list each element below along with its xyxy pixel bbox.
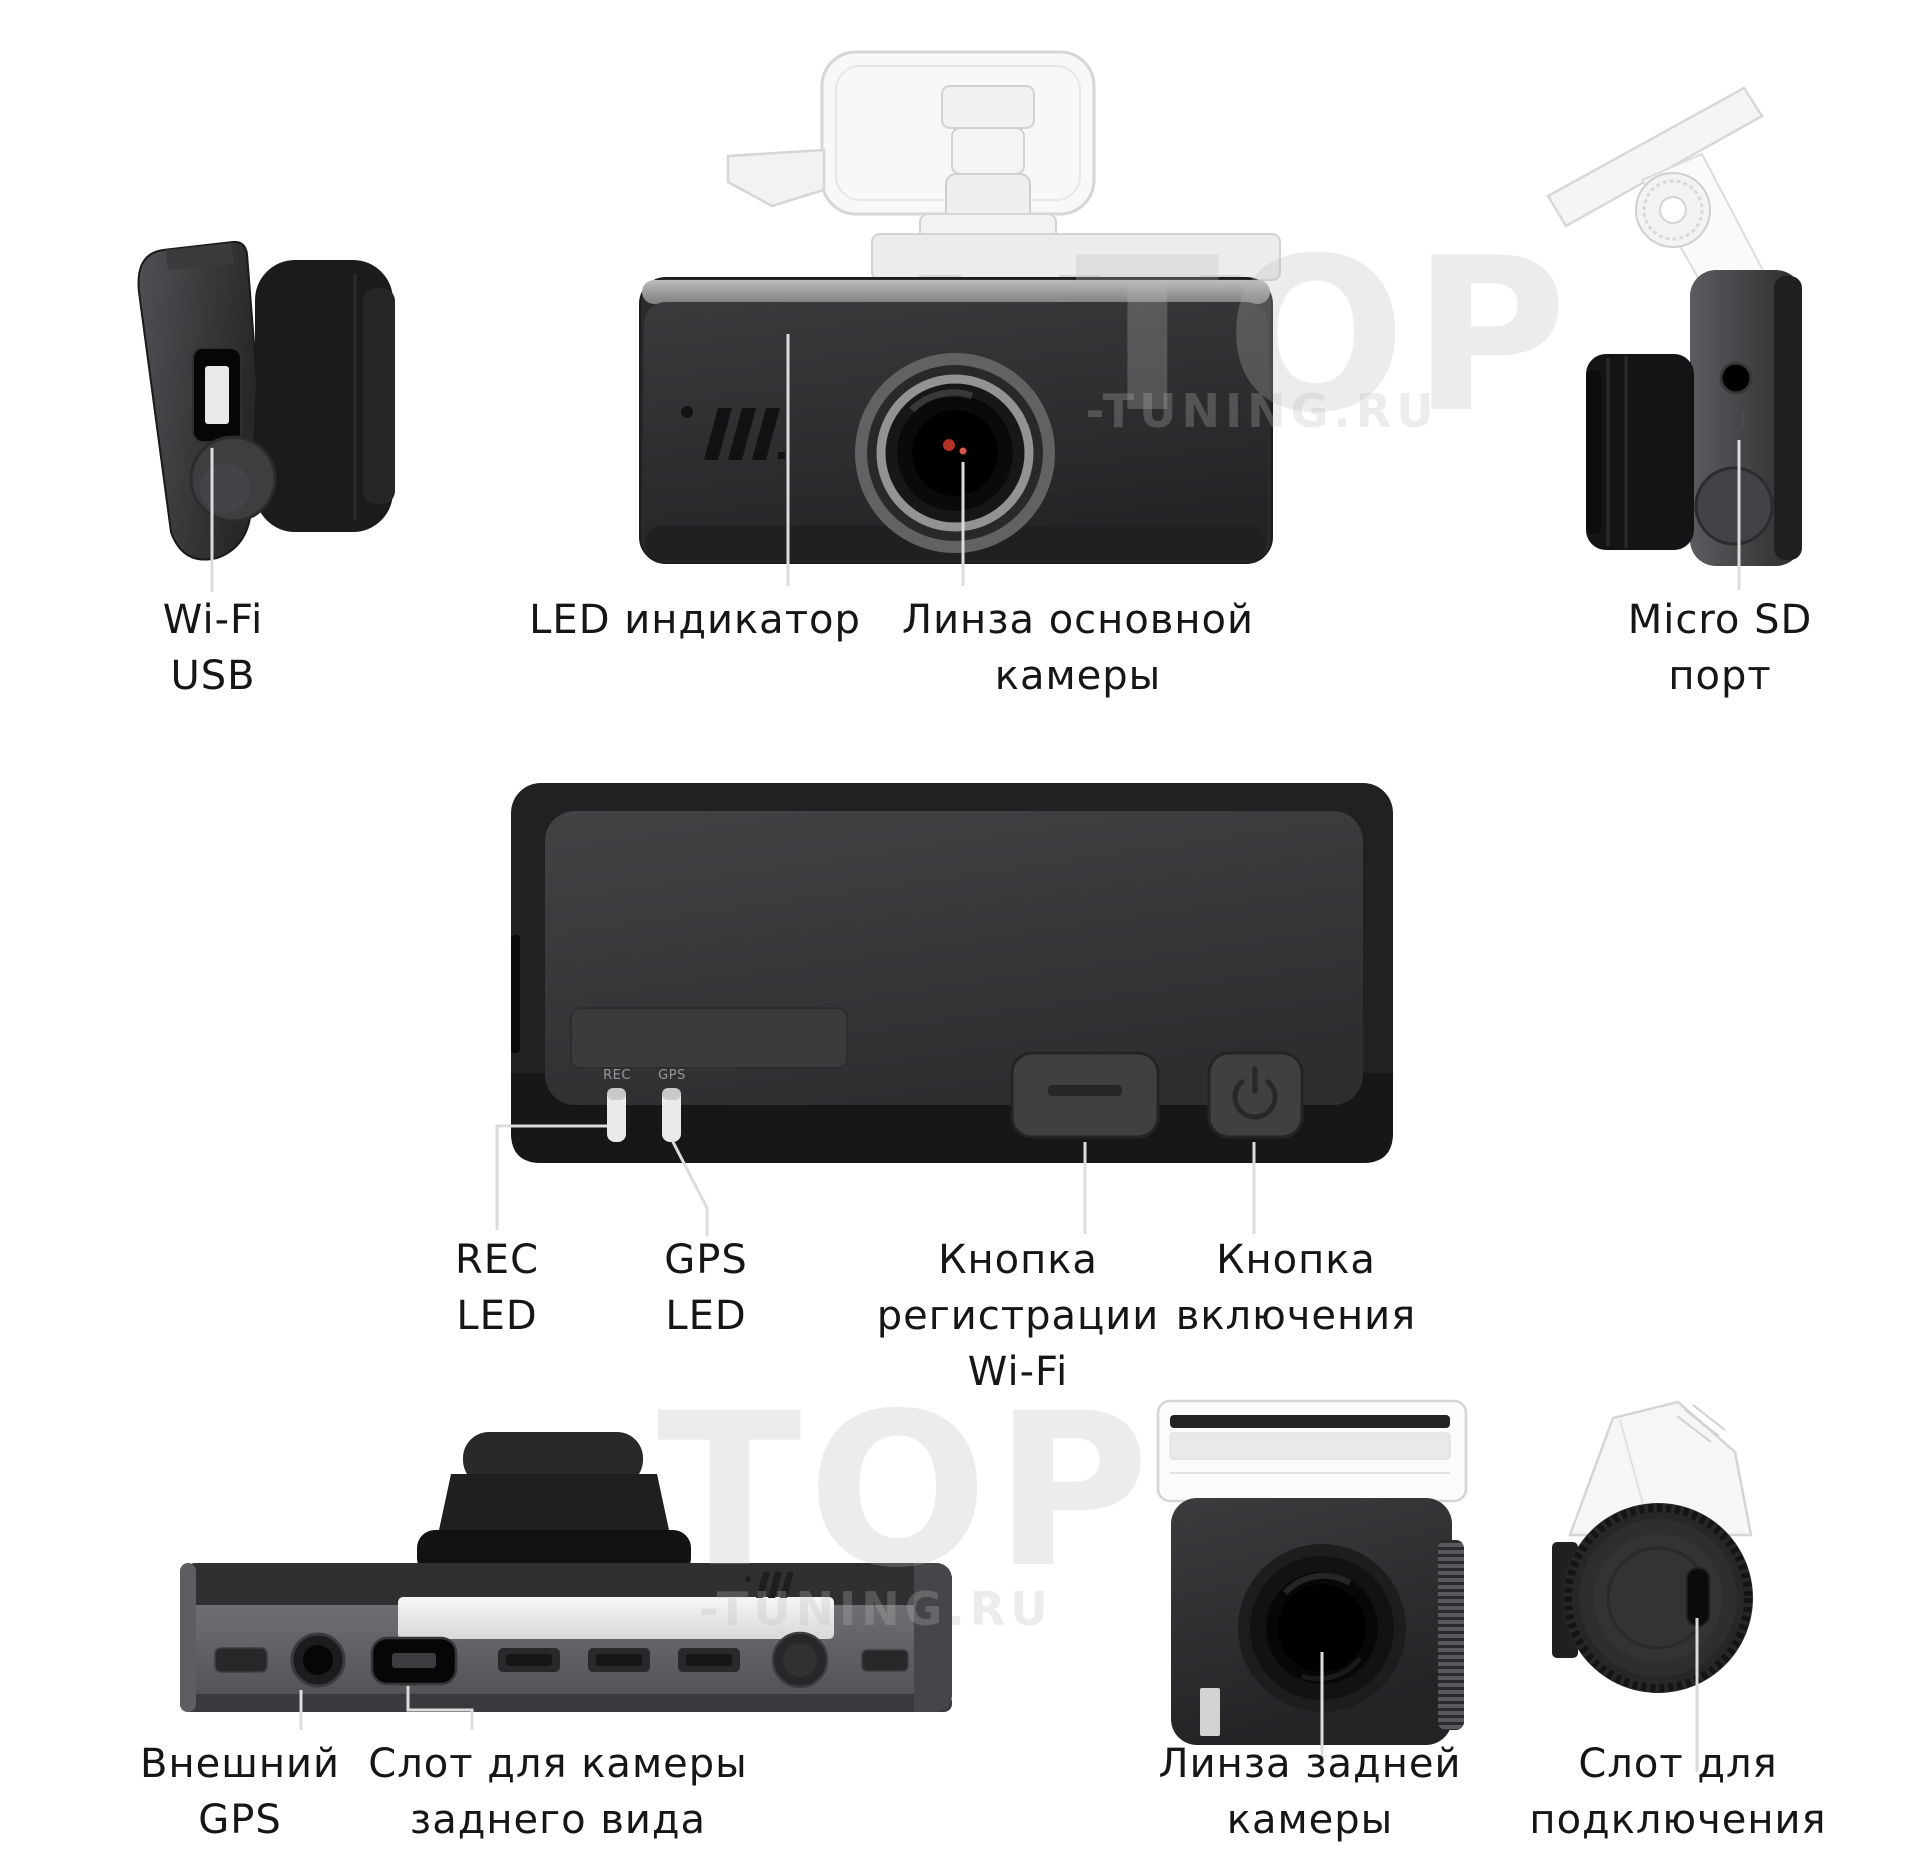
label-line: Wi-Fi — [967, 1349, 1069, 1395]
label-rec-led: REC LED — [397, 1232, 597, 1344]
label-line: LED — [665, 1293, 747, 1339]
label-line: GPS — [664, 1237, 748, 1283]
lens-red-glint — [943, 439, 955, 451]
rear-camera-mount — [1156, 1399, 1468, 1503]
label-wifi-reg-button: Кнопка регистрации Wi-Fi — [868, 1232, 1168, 1400]
lens-barrel-side — [1586, 354, 1694, 550]
vent-slot — [861, 1649, 909, 1672]
gps-led-window — [662, 1088, 681, 1142]
label-line: регистрации — [876, 1293, 1160, 1339]
label-line: LED индикатор — [529, 597, 861, 643]
dashcam-bottom-view — [180, 1432, 952, 1712]
label-line: Micro SD порт — [1627, 597, 1813, 699]
watermark-bottom-brand: TOP — [657, 1367, 1156, 1614]
white-tab — [1200, 1688, 1220, 1736]
rear-camera-back-barrel — [1563, 1503, 1753, 1693]
label-line: Кнопка — [1216, 1237, 1376, 1283]
external-gps-jack — [290, 1632, 346, 1688]
label-line: REC — [455, 1237, 539, 1283]
connection-slot — [1686, 1567, 1710, 1627]
label-line: LED — [456, 1293, 538, 1339]
reflective-stripe — [398, 1597, 834, 1639]
brand-logo-mark-small — [745, 1572, 794, 1598]
dashcam-left-side-view — [137, 240, 395, 561]
label-connection-slot: Слот для подключения — [1503, 1736, 1853, 1848]
label-line: Wi-Fi — [162, 597, 264, 643]
label-led-indicator: LED индикатор — [495, 592, 895, 648]
label-line: камеры — [1226, 1797, 1394, 1843]
label-wifi-usb: Wi-Fi USB — [113, 592, 313, 704]
watermark-bottom-suffix: -TUNING.RU — [699, 1582, 1053, 1636]
rec-led-window — [607, 1088, 626, 1142]
watermark-top-brand: TOP — [1075, 212, 1574, 459]
main-camera-lens — [855, 353, 1055, 553]
label-gps-led: GPS LED — [606, 1232, 806, 1344]
dashcam-right-side-view — [1546, 86, 1802, 566]
dashcam-back-view: REC GPS — [511, 783, 1393, 1163]
label-line: включения — [1175, 1293, 1417, 1339]
brand-logo-mark — [681, 406, 785, 460]
label-line: GPS — [198, 1797, 282, 1843]
usb-tab — [205, 366, 229, 424]
power-button — [1207, 1051, 1304, 1139]
rear-camera-back-view — [1552, 1400, 1753, 1693]
power-icon — [1232, 1066, 1278, 1120]
label-main-lens: Линза основной камеры — [878, 592, 1278, 704]
windshield-mount-side — [1546, 86, 1770, 304]
watermark-top-suffix: -TUNING.RU — [1085, 384, 1439, 438]
label-rear-lens: Линза задней камеры — [1135, 1736, 1485, 1848]
label-external-gps: Внешний GPS — [140, 1736, 340, 1848]
label-line: Внешний — [140, 1741, 340, 1787]
label-micro-sd: Micro SD порт — [1570, 592, 1870, 704]
label-line: Линза основной — [901, 597, 1254, 643]
micro-sd-slot — [1719, 361, 1753, 395]
windshield-mount — [726, 50, 1281, 297]
label-line: камеры — [994, 653, 1162, 699]
dashcam-front-view — [639, 50, 1281, 564]
reset-button — [771, 1631, 829, 1689]
label-line: Слот для камеры — [368, 1741, 748, 1787]
top-silver-strip — [642, 280, 1270, 304]
label-power-button: Кнопка включения — [1146, 1232, 1446, 1344]
label-line: подключения — [1529, 1797, 1827, 1843]
vent-slot — [214, 1647, 268, 1673]
side-notch — [511, 935, 520, 1053]
dash-icon — [1048, 1085, 1122, 1096]
rear-camera-lens — [1238, 1544, 1406, 1712]
label-line: USB — [170, 653, 256, 699]
label-line: Линза задней — [1158, 1741, 1462, 1787]
rear-camera-port — [370, 1636, 458, 1686]
rear-camera-front-view — [1156, 1399, 1468, 1745]
wifi-registration-button — [1010, 1051, 1160, 1139]
gps-marking: GPS — [658, 1068, 686, 1083]
mount-lever — [726, 148, 826, 208]
lens-barrel-bottom — [417, 1432, 691, 1576]
label-line: заднего вида — [409, 1797, 707, 1843]
sd-card-icon — [1727, 409, 1744, 430]
label-line: Слот для — [1578, 1741, 1778, 1787]
label-line: Кнопка — [938, 1237, 1098, 1283]
rec-marking: REC — [603, 1068, 631, 1083]
knurled-ring — [1438, 1540, 1464, 1730]
label-recess — [570, 1007, 848, 1069]
lens-barrel — [255, 260, 393, 532]
label-rear-camera-slot: Слот для камеры заднего вида — [358, 1736, 758, 1848]
